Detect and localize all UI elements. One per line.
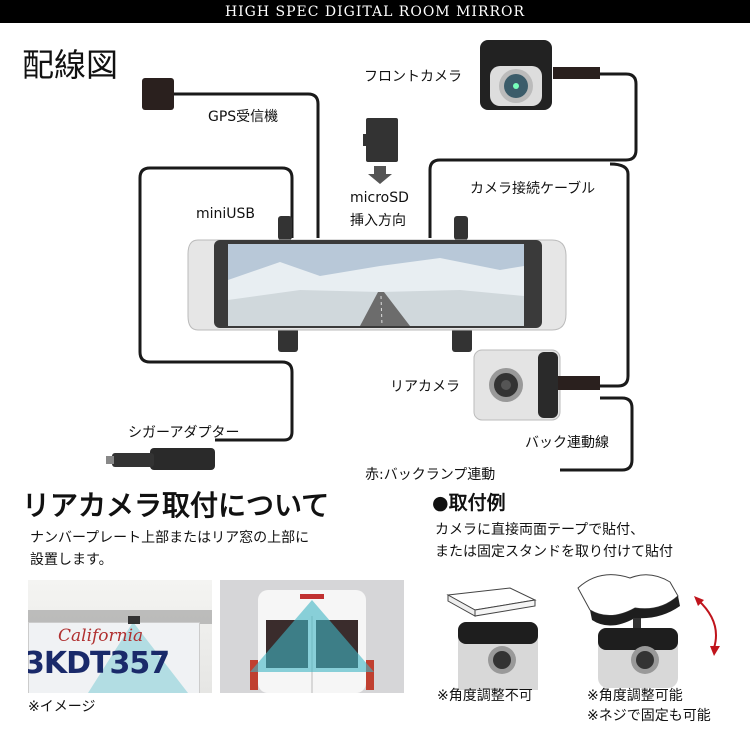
mount-examples-illustration	[446, 574, 720, 690]
plate-number: 3KDT357	[28, 646, 170, 681]
header-title: HIGH SPEC DIGITAL ROOM MIRROR	[224, 4, 526, 20]
gps-receiver	[142, 78, 174, 110]
image-note: ※イメージ	[28, 699, 96, 715]
note-adjustable: ※角度調整可能	[587, 688, 683, 704]
rear-mount-desc-1: ナンバープレート上部またはリア窓の上部に	[30, 530, 310, 546]
wiring-title: 配線図	[22, 46, 119, 84]
front-camera-image	[480, 40, 600, 110]
miniusb-label: miniUSB	[196, 206, 256, 222]
mirror-screen-landscape	[228, 244, 524, 327]
gps-cable	[174, 92, 320, 238]
microsd-label: microSD	[350, 190, 409, 206]
back-link-cable	[560, 396, 634, 472]
wiring-diagram	[106, 40, 638, 472]
insert-arrow-icon	[368, 166, 392, 184]
cigar-adapter-image	[106, 448, 215, 470]
front-camera-cable	[428, 72, 638, 238]
microsd-direction-label: 挿入方向	[350, 213, 406, 229]
examples-desc-2: または固定スタンドを取り付けて貼付	[435, 544, 673, 560]
camera-connection-cable	[600, 162, 630, 388]
plate-state: California	[58, 626, 144, 646]
van-rear-photo	[220, 580, 404, 693]
camera-cable-label: カメラ接続ケーブル	[470, 181, 596, 197]
front-camera-label: フロントカメラ	[364, 69, 462, 85]
mirror-device	[187, 216, 567, 352]
rotate-arrow-icon	[697, 599, 717, 649]
back-lamp-label: 赤:バックランプ連動	[365, 467, 496, 483]
gps-label: GPS受信機	[208, 109, 279, 125]
back-wire-label: バック連動線	[525, 435, 609, 451]
cables	[138, 72, 638, 472]
examples-title: ●取付例	[432, 492, 506, 514]
bracket-mount-camera	[577, 574, 680, 688]
rear-camera-image	[473, 349, 600, 421]
header-banner: HIGH SPEC DIGITAL ROOM MIRROR	[0, 0, 750, 23]
note-fixed: ※角度調整不可	[437, 688, 533, 704]
rear-camera-label: リアカメラ	[390, 379, 460, 395]
tape-mount-camera	[446, 587, 538, 690]
rear-mount-title: リアカメラ取付について	[22, 489, 330, 522]
examples-desc-1: カメラに直接両面テープで貼付、	[435, 522, 645, 538]
microsd-card	[363, 118, 398, 162]
rear-mount-desc-2: 設置します。	[30, 552, 113, 568]
license-plate-photo: California 3KDT357	[28, 580, 212, 693]
note-screw: ※ネジで固定も可能	[587, 708, 711, 724]
usb-cigar-cable	[138, 166, 294, 442]
cigar-adapter-label: シガーアダプター	[128, 425, 240, 441]
